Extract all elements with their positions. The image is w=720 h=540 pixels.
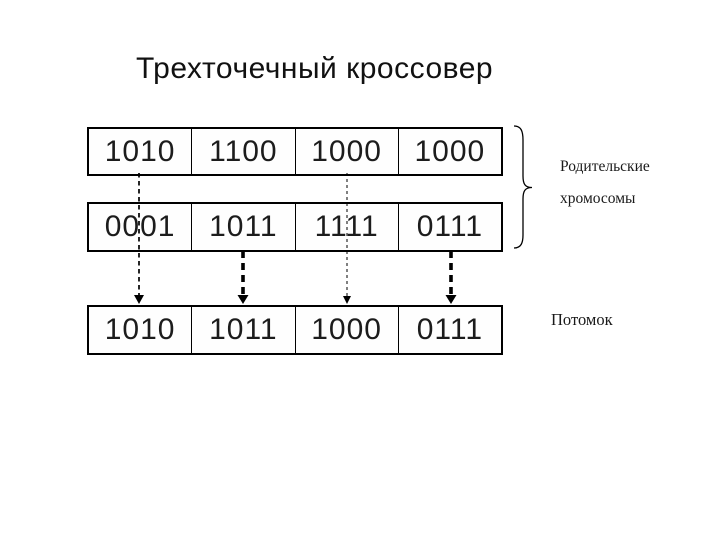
slide-title: Трехточечный кроссовер	[136, 52, 494, 85]
arrowhead-segment4	[445, 295, 457, 304]
parent2-gene-3: 1111	[294, 204, 398, 250]
parent1-chromosome-row: 1010 1100 1000 1000	[87, 127, 503, 176]
parent1-gene-1: 1010	[104, 134, 176, 168]
offspring-gene-4: 0111	[397, 307, 501, 353]
parent2-chromosome-row: 0001 1011 1111 0111	[87, 202, 503, 252]
offspring-chromosome-row: 1010 1011 1000 0111	[87, 305, 503, 355]
parent2-gene-1: 0001	[104, 210, 176, 243]
offspring-gene-3: 1000	[294, 307, 398, 353]
arrowhead-segment2	[237, 295, 249, 304]
offspring-label: Потомок	[551, 310, 613, 329]
parent1-gene-2: 1100	[191, 129, 294, 174]
parent2-gene-4: 0111	[397, 204, 501, 250]
offspring-gene-1: 1010	[104, 313, 176, 346]
parents-label-line1: Родительские	[560, 158, 650, 175]
offspring-gene-2: 1011	[191, 307, 294, 353]
parent2-gene-2: 1011	[191, 204, 294, 250]
parents-label-line2: хромосомы	[560, 190, 636, 207]
parent1-gene-3: 1000	[294, 129, 398, 174]
parents-brace	[513, 125, 533, 249]
parent1-gene-4: 1000	[397, 129, 501, 174]
arrowhead-segment1	[134, 295, 144, 304]
arrowhead-segment3	[343, 296, 351, 304]
